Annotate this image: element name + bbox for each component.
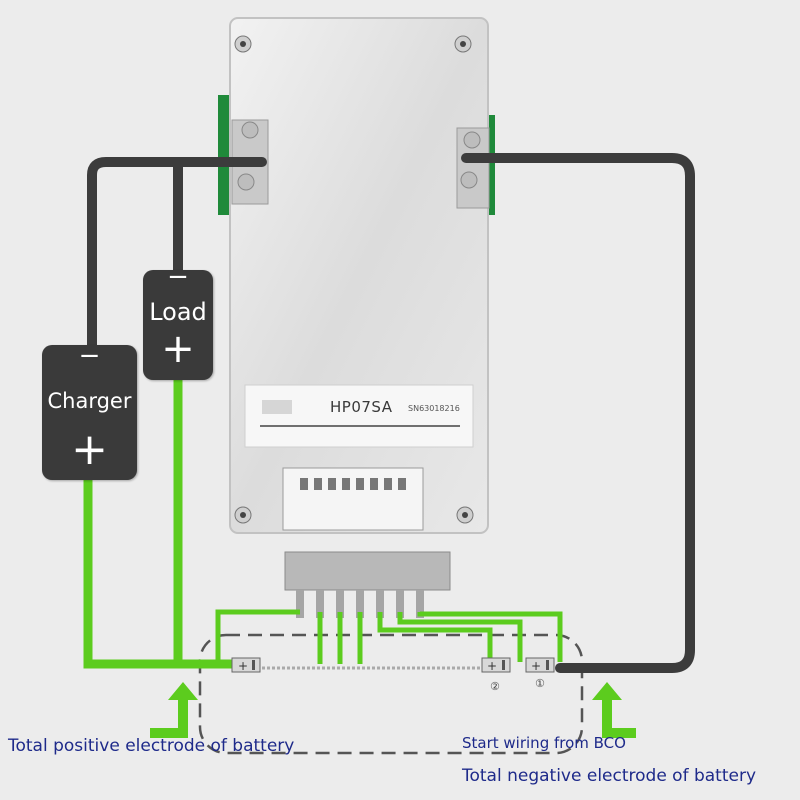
battery-pack-outline	[198, 633, 584, 755]
balance-wires	[215, 609, 563, 664]
charger-label: Charger	[47, 389, 132, 413]
board-serial-text: SN63018216	[408, 404, 460, 413]
corner-screw-top-left	[234, 35, 252, 53]
charger-plus-sign: +	[71, 424, 108, 475]
cell-2: +	[481, 657, 511, 673]
charger-positive-wire	[83, 478, 240, 669]
load-minus-sign: −	[167, 262, 189, 292]
negative-arrow-icon	[592, 682, 636, 738]
cell-2-number: ②	[490, 680, 500, 693]
left-terminal-screw	[241, 121, 259, 139]
load-box: − Load +	[143, 262, 213, 380]
load-label: Load	[149, 298, 207, 326]
balance-plug	[284, 551, 451, 591]
positive-arrow-icon	[150, 682, 198, 738]
corner-screw-bottom-right	[456, 506, 474, 524]
total-negative-caption: Total negative electrode of battery	[462, 766, 757, 786]
corner-screw-top-right	[454, 35, 472, 53]
load-plus-sign: +	[161, 326, 195, 372]
cell-total-positive: +	[231, 657, 261, 673]
svg-text:+: +	[487, 659, 497, 673]
right-terminal-screw	[463, 131, 481, 149]
cell-1: +	[525, 657, 555, 673]
balance-connector	[282, 467, 424, 531]
charger-negative-wire	[87, 157, 267, 360]
board-label-sticker	[244, 384, 474, 448]
left-terminal-screw-2	[237, 173, 255, 191]
svg-text:+: +	[238, 659, 248, 673]
label-logo-blur	[262, 400, 292, 414]
plug-wires-grey	[296, 590, 424, 618]
svg-text:+: +	[531, 659, 541, 673]
connector-pins	[300, 478, 406, 490]
cell-1-number: ①	[535, 677, 545, 690]
total-negative-wire	[461, 153, 695, 673]
total-positive-caption: Total positive electrode of battery	[8, 736, 295, 756]
corner-screw-bottom-left	[234, 506, 252, 524]
start-wiring-caption: Start wiring from BCO	[462, 734, 626, 752]
charger-minus-sign: −	[78, 341, 101, 371]
bms-board-plate	[229, 17, 489, 534]
board-model-text: HP07SA	[330, 398, 393, 416]
charger-box: − Charger +	[42, 341, 137, 480]
right-terminal-screw-2	[460, 171, 478, 189]
